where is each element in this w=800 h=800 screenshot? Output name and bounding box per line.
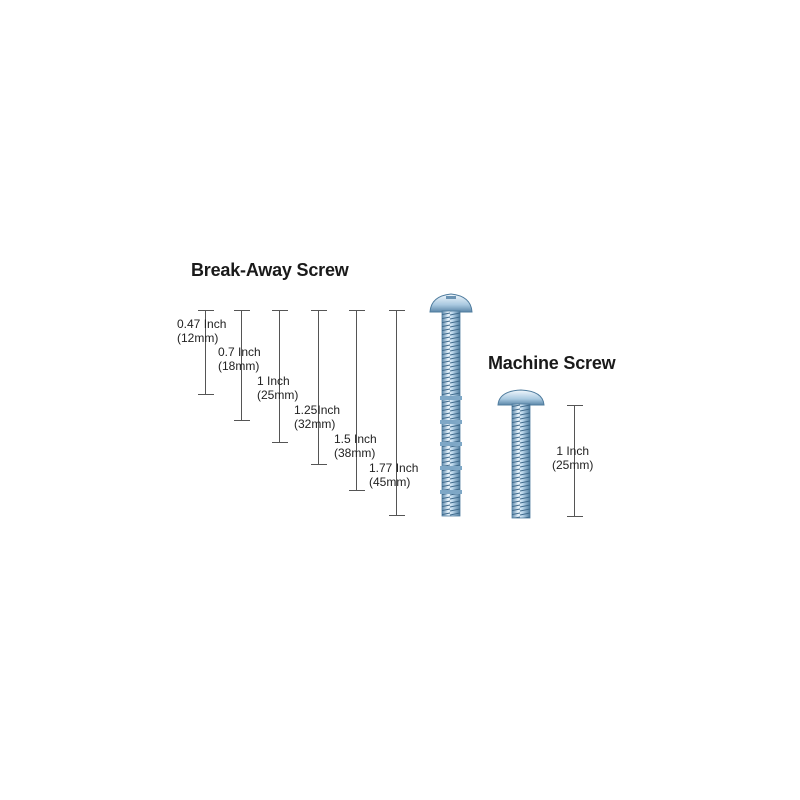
length-mm: (12mm)	[177, 331, 219, 345]
dimension-line-1-25in	[288, 310, 327, 465]
dimension-line-0-7in	[211, 310, 250, 421]
length-inch: 1.77 Inch	[369, 461, 419, 475]
length-inch: 1 Inch	[556, 444, 590, 458]
length-inch: 0.7 Inch	[218, 345, 261, 359]
length-label-0-7in: 0.7 Inch (18mm)	[218, 345, 261, 373]
length-mm: (45mm)	[369, 475, 411, 489]
dimension-line-1-5in	[326, 310, 365, 491]
dimension-line-machine-1in	[544, 405, 583, 517]
length-inch: 0.47 Inch	[177, 317, 227, 331]
length-label-1in: 1 Inch (25mm)	[257, 374, 298, 402]
length-mm: (32mm)	[294, 417, 336, 431]
length-inch: 1.5 Inch	[334, 432, 377, 446]
dimension-line-1-77in	[366, 310, 405, 516]
length-label-machine: 1 Inch (25mm)	[552, 444, 593, 472]
length-mm: (38mm)	[334, 446, 376, 460]
break-away-screw-image	[429, 293, 473, 517]
length-label-1-77in: 1.77 Inch (45mm)	[369, 461, 418, 489]
machine-screw-title: Machine Screw	[488, 353, 616, 373]
length-mm: (25mm)	[257, 388, 299, 402]
length-label-1-5in: 1.5 Inch (38mm)	[334, 432, 377, 460]
length-inch: 1.25Inch	[294, 403, 341, 417]
length-mm: (18mm)	[218, 359, 260, 373]
length-inch: 1 Inch	[257, 374, 290, 388]
length-mm: (25mm)	[552, 458, 594, 472]
dimension-line-1in	[249, 310, 288, 443]
length-label-0-47in: 0.47 Inch (12mm)	[177, 317, 226, 345]
break-away-screw-title: Break-Away Screw	[191, 260, 349, 280]
length-label-1-25in: 1.25Inch (32mm)	[294, 403, 340, 431]
machine-screw-image	[497, 389, 545, 519]
dimension-line-0-47in	[175, 310, 214, 395]
